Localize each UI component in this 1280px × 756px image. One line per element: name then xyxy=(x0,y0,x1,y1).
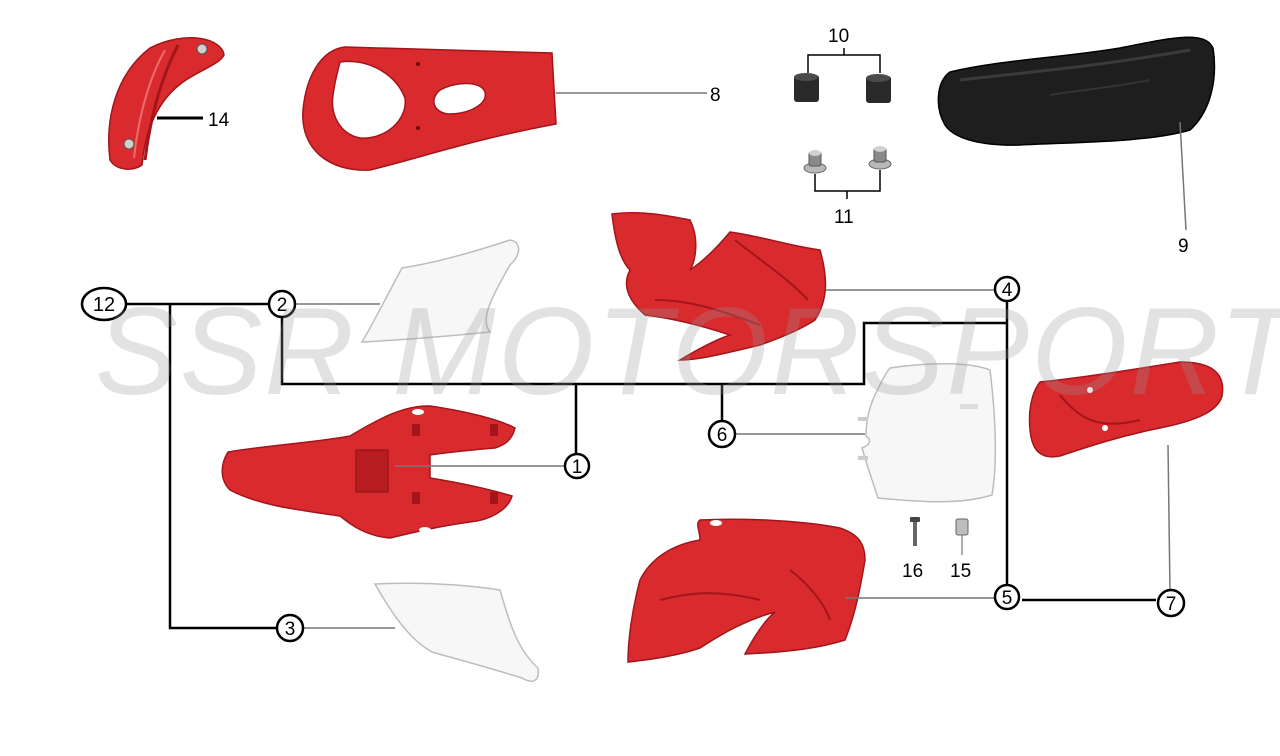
part-14-guard xyxy=(108,37,225,170)
part-5-red-tank-shroud xyxy=(627,518,866,663)
callout-5: 5 xyxy=(993,583,1021,611)
callout-4-label: 4 xyxy=(1002,280,1013,301)
part-10-bushing-left xyxy=(794,73,819,102)
part-3-white-side-panel xyxy=(373,582,540,682)
callout-3-label: 3 xyxy=(285,619,296,640)
part-16-screw xyxy=(910,517,920,546)
callout-5-label: 5 xyxy=(1002,588,1013,609)
part-7-front-fender xyxy=(1028,361,1224,458)
assembly-lines xyxy=(125,302,1156,630)
callout-7-label: 7 xyxy=(1166,594,1177,615)
line-12-to-3 xyxy=(168,304,276,630)
callout-3: 3 xyxy=(275,613,305,643)
part-11-bolt-right xyxy=(868,146,892,170)
callout-10-label: 10 xyxy=(828,26,849,47)
leader-11 xyxy=(814,170,881,199)
part-8-chain-guard xyxy=(302,46,557,171)
part-6-white-number-plate xyxy=(858,362,997,503)
callout-16-label: 16 xyxy=(902,561,923,582)
callout-1-label: 1 xyxy=(572,457,583,478)
callout-12-label: 12 xyxy=(93,294,115,316)
callout-4: 4 xyxy=(993,275,1021,303)
leader-9 xyxy=(1179,121,1187,231)
callout-2: 2 xyxy=(267,289,297,319)
callout-6: 6 xyxy=(707,419,737,449)
line-2-to-4-bus xyxy=(280,318,1008,386)
part-9-seat xyxy=(937,36,1216,146)
callout-1: 1 xyxy=(563,452,591,480)
callout-7: 7 xyxy=(1156,588,1186,618)
part-1-rear-fender xyxy=(221,405,516,539)
part-2-white-side-panel xyxy=(360,239,520,343)
callout-6-label: 6 xyxy=(717,425,728,446)
callout-12: 12 xyxy=(80,286,128,322)
callout-14-label: 14 xyxy=(208,110,230,131)
leader-10 xyxy=(807,48,881,73)
part-4-red-tank-shroud xyxy=(611,211,827,361)
leader-7-vertical xyxy=(1167,444,1171,593)
callout-8-label: 8 xyxy=(710,85,721,106)
callout-11-label: 11 xyxy=(834,207,854,228)
callout-15-label: 15 xyxy=(950,561,971,582)
part-15-nut xyxy=(955,518,969,555)
callout-2-label: 2 xyxy=(277,295,288,316)
part-11-bolt-left xyxy=(803,150,827,174)
part-10-bushing-right xyxy=(866,74,891,103)
callout-9-label: 9 xyxy=(1178,236,1189,257)
